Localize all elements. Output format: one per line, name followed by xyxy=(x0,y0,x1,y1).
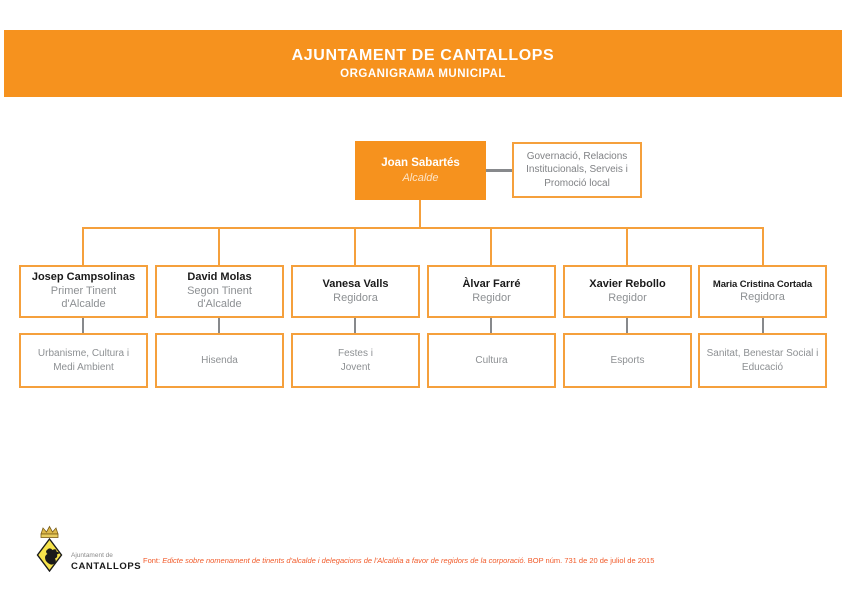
source-prefix: Font: xyxy=(143,556,163,565)
tree-connector-stem xyxy=(419,200,421,228)
org-node-mayor: Joan Sabartés Alcalde xyxy=(355,141,486,200)
org-node-area: Esports xyxy=(563,333,692,388)
org-node-area: Sanitat, Benestar Social i Educació xyxy=(698,333,827,388)
org-column-1: Josep Campsolinas Primer Tinent d'Alcald… xyxy=(19,265,148,388)
source-suffix: BOP núm. 731 de 20 de juliol de 2015 xyxy=(525,556,655,565)
mayor-portfolio-connector xyxy=(486,169,512,172)
member-role: Regidor xyxy=(608,291,647,304)
tree-connector-horizontal xyxy=(82,227,764,229)
member-role: Primer Tinent d'Alcalde xyxy=(50,284,117,311)
member-area-connector xyxy=(218,318,220,333)
member-area-connector xyxy=(82,318,84,333)
tree-connector-drop xyxy=(490,229,492,265)
header-banner: AJUNTAMENT DE CANTALLOPS ORGANIGRAMA MUN… xyxy=(4,30,842,97)
org-column-3: Vanesa Valls Regidora Festes i Jovent xyxy=(291,265,420,388)
logo-wordmark: Ajuntament de CANTALLOPS xyxy=(71,552,141,577)
org-node-mayor-portfolio: Governació, Relacions Institucionals, Se… xyxy=(512,142,642,198)
org-column-2: David Molas Segon Tinent d'Alcalde Hisen… xyxy=(155,265,284,388)
source-title: Edicte sobre nomenament de tinents d'alc… xyxy=(162,556,526,565)
org-node-member: Àlvar Farré Regidor xyxy=(427,265,556,318)
member-area-connector xyxy=(354,318,356,333)
member-name: Xavier Rebollo xyxy=(589,278,666,291)
org-node-member: Xavier Rebollo Regidor xyxy=(563,265,692,318)
municipal-logo: Ajuntament de CANTALLOPS xyxy=(36,525,141,577)
member-name: Maria Cristina Cortada xyxy=(712,279,813,290)
logo-line1: Ajuntament de xyxy=(71,552,113,560)
member-role: Regidor xyxy=(472,291,511,304)
org-node-area: Festes i Jovent xyxy=(291,333,420,388)
tree-connector-drop xyxy=(626,229,628,265)
org-node-member: David Molas Segon Tinent d'Alcalde xyxy=(155,265,284,318)
member-name: Àlvar Farré xyxy=(462,278,521,291)
org-node-member: Josep Campsolinas Primer Tinent d'Alcald… xyxy=(19,265,148,318)
org-column-5: Xavier Rebollo Regidor Esports xyxy=(563,265,692,388)
tree-connector-drop xyxy=(82,229,84,265)
member-name: Vanesa Valls xyxy=(322,278,389,291)
member-area-connector xyxy=(626,318,628,333)
member-name: Josep Campsolinas xyxy=(31,271,136,284)
mayor-name: Joan Sabartés xyxy=(381,156,460,169)
source-footnote: Font: Edicte sobre nomenament de tinents… xyxy=(143,556,823,566)
mayor-role: Alcalde xyxy=(402,171,439,184)
member-name: David Molas xyxy=(187,271,252,284)
org-node-area: Urbanisme, Cultura i Medi Ambient xyxy=(19,333,148,388)
org-node-area: Hisenda xyxy=(155,333,284,388)
member-role: Regidora xyxy=(740,290,785,303)
member-area-connector xyxy=(490,318,492,333)
org-node-member: Maria Cristina Cortada Regidora xyxy=(698,265,827,318)
coat-of-arms-icon xyxy=(36,525,63,577)
org-column-6: Maria Cristina Cortada Regidora Sanitat,… xyxy=(698,265,827,388)
page-subtitle: ORGANIGRAMA MUNICIPAL xyxy=(340,68,506,81)
member-role: Regidora xyxy=(333,291,378,304)
tree-connector-drop xyxy=(218,229,220,265)
tree-connector-drop xyxy=(354,229,356,265)
tree-connector-drop xyxy=(762,229,764,265)
member-role: Segon Tinent d'Alcalde xyxy=(187,284,252,311)
logo-line2: CANTALLOPS xyxy=(71,560,142,572)
org-column-4: Àlvar Farré Regidor Cultura xyxy=(427,265,556,388)
member-area-connector xyxy=(762,318,764,333)
page-title: AJUNTAMENT DE CANTALLOPS xyxy=(291,46,555,64)
org-node-area: Cultura xyxy=(427,333,556,388)
org-node-member: Vanesa Valls Regidora xyxy=(291,265,420,318)
